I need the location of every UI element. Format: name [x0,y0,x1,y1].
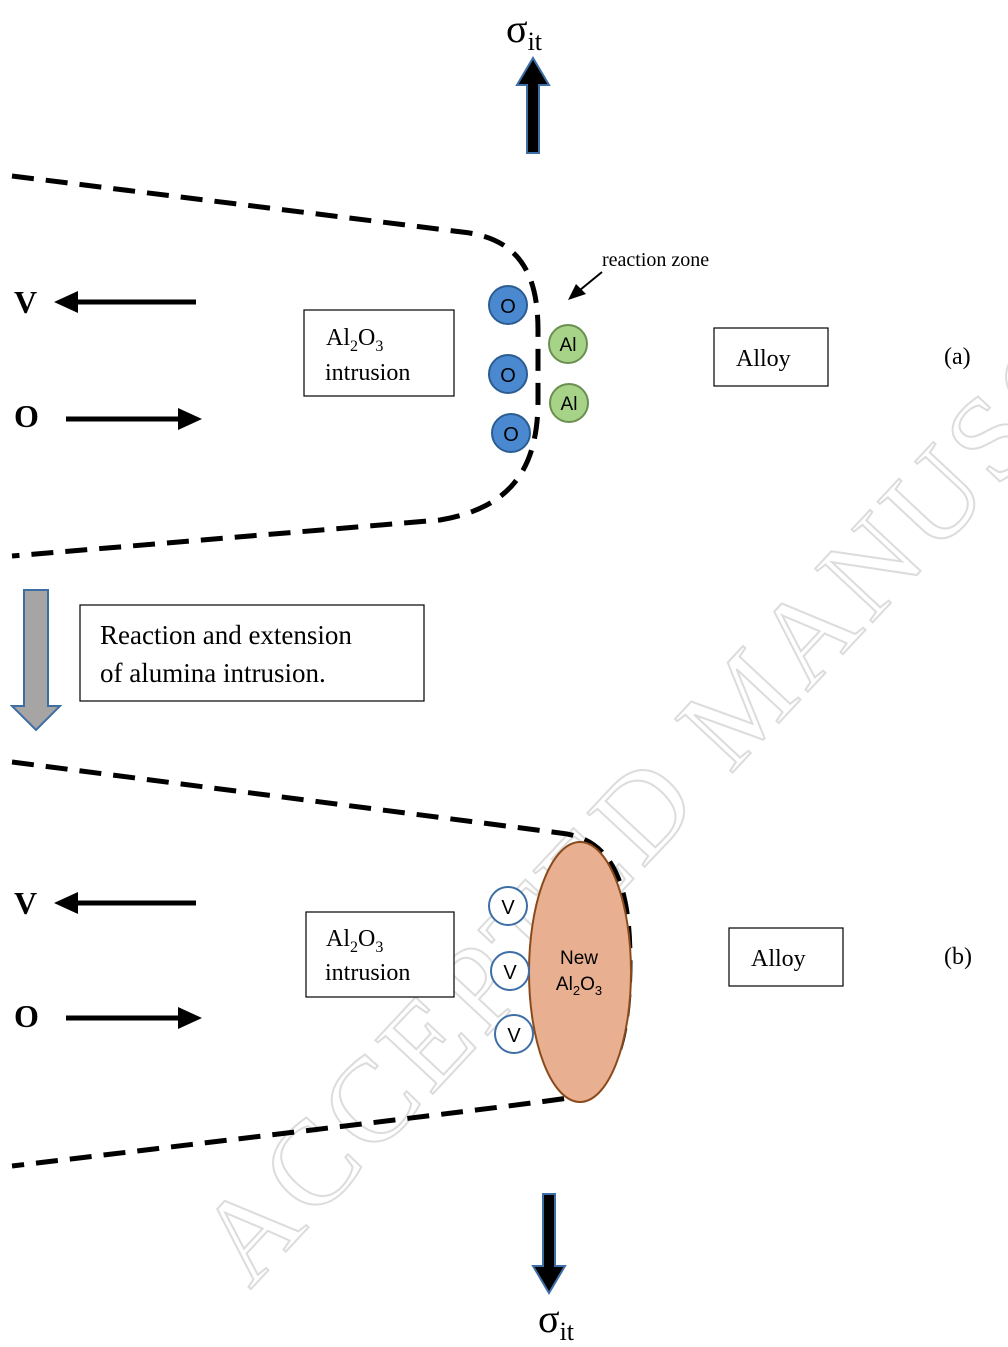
intrusion-label-b: Al2O3 [326,926,383,956]
transition-text-line1: Reaction and extension [100,620,352,650]
vacancy-flux-arrowhead-b [54,892,78,914]
oxygen-atom: O [491,413,531,453]
oxygen-atom: O [488,285,528,325]
svg-text:V: V [507,1025,521,1047]
panel-b: New Al2O3 V O Al2O3 intrusion Alloy (b) … [11,759,972,1169]
oxygen-flux-label-a: O [14,398,39,434]
transition-box [79,604,425,702]
vacancy-site: V [490,951,530,991]
intrusion-box-b [305,911,455,998]
transition-arrow [9,589,63,732]
new-oxide-label-line1: New [560,948,598,969]
panel-a: V O Al2O3 intrusion Alloy (a) reaction z… [11,173,971,559]
vacancy-flux-label-b: V [14,885,37,921]
alloy-box-b [728,927,844,987]
stress-down-arrow [531,1193,567,1295]
svg-text:O: O [500,296,516,318]
intrusion-box-a [303,309,455,397]
alloy-label-a: Alloy [736,346,791,372]
transition-text-line2: of alumina intrusion. [100,658,326,688]
reaction-zone-pointer [579,271,603,291]
svg-text:O: O [503,424,519,446]
vacancy-site: V [494,1014,534,1054]
new-oxide-region [528,841,632,1103]
aluminium-atom: Al [549,383,589,423]
svg-text:Al: Al [560,335,577,356]
stress-top-label: σit [506,6,543,56]
svg-text:V: V [501,897,515,919]
intrusion-label-b-line2: intrusion [325,960,410,986]
svg-text:V: V [503,962,517,984]
vacancy-site: V [488,886,528,926]
stress-bottom-label: σit [538,1296,575,1346]
new-oxide-label-line2: Al2O3 [556,974,602,998]
intrusion-label-a: Al2O3 [326,325,383,355]
panel-label-a: (a) [944,344,971,370]
oxygen-flux-arrowhead-a [178,408,202,430]
alloy-label-b: Alloy [751,946,806,972]
vacancy-flux-arrowhead-a [54,291,78,313]
intrusion-boundary-a [11,173,541,559]
vacancy-flux-label-a: V [14,284,37,320]
panel-label-b: (b) [944,944,972,970]
stress-up-arrow [515,56,551,154]
oxygen-atom: O [488,354,528,394]
alloy-box-a [713,327,829,387]
reaction-zone-label: reaction zone [602,249,709,271]
svg-text:Al: Al [561,394,578,415]
aluminium-atom: Al [548,324,588,364]
oxygen-flux-label-b: O [14,998,39,1034]
reaction-zone-pointer-head [568,284,586,300]
svg-text:O: O [500,365,516,387]
intrusion-label-a-line2: intrusion [325,360,410,386]
oxygen-flux-arrowhead-b [178,1007,202,1029]
